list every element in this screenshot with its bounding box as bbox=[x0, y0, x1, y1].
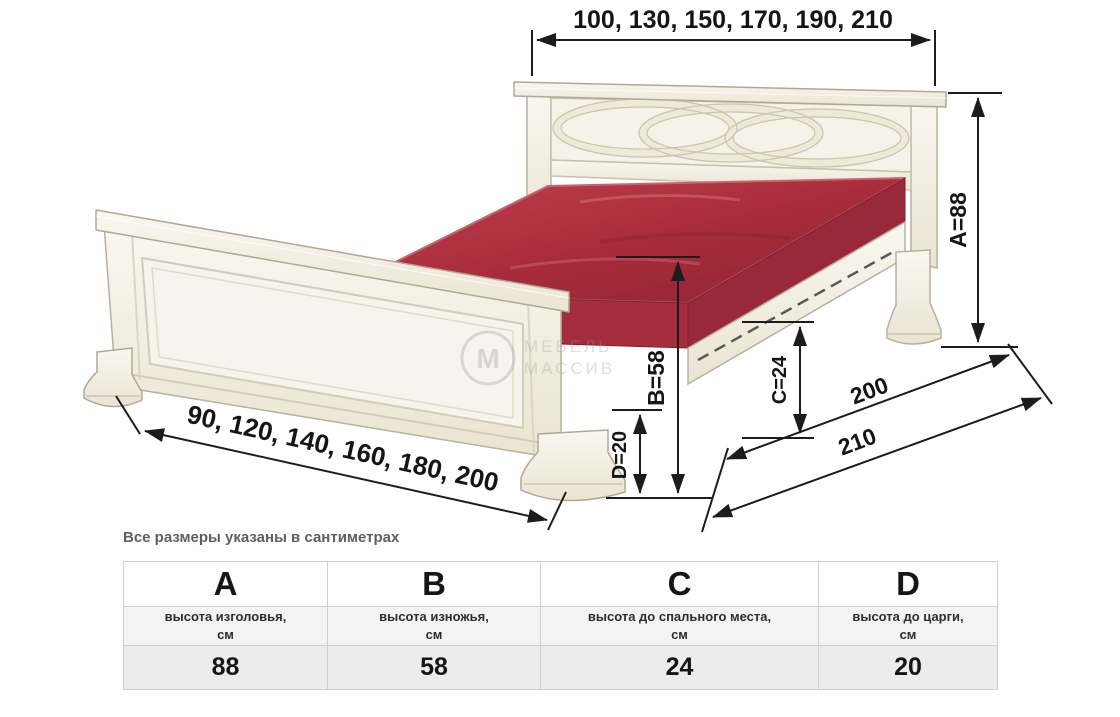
table-description-row: высота изголовья, см высота изножья, см … bbox=[123, 606, 998, 646]
table-letter-a: А bbox=[123, 561, 328, 607]
table-letter-c: С bbox=[540, 561, 819, 607]
table-letter-d: D bbox=[818, 561, 998, 607]
footboard-top-cap bbox=[95, 209, 570, 313]
table-desc-a-unit: см bbox=[217, 627, 234, 642]
headboard bbox=[513, 81, 947, 269]
headboard-top-cap bbox=[513, 81, 947, 108]
bed-diagram-area: М МЕБЕЛЬ МАССИВ bbox=[83, 6, 1053, 533]
table-desc-a: высота изголовья, см bbox=[123, 606, 328, 646]
table-desc-b-text: высота изножья, bbox=[379, 609, 489, 625]
label-length-total: 210 bbox=[835, 423, 880, 461]
dimension-length-diagonals bbox=[701, 343, 1053, 533]
table-desc-d-text: высота до царги, bbox=[852, 609, 964, 625]
front-left-leg bbox=[83, 347, 143, 408]
table-desc-d-unit: см bbox=[899, 627, 917, 642]
footboard-inner-panel bbox=[140, 256, 524, 430]
table-desc-a-text: высота изголовья, bbox=[164, 609, 287, 625]
rear-right-leg bbox=[886, 249, 942, 345]
watermark-initial: М bbox=[476, 343, 499, 374]
dimension-height-d bbox=[612, 409, 662, 494]
dimension-height-b bbox=[606, 256, 712, 499]
watermark-logo: М МЕБЕЛЬ МАССИВ bbox=[460, 330, 615, 386]
dimension-bottom-width bbox=[115, 395, 567, 531]
table-value-a: 88 bbox=[123, 645, 328, 690]
table-letter-row: А В С D bbox=[123, 561, 998, 607]
dimension-lines bbox=[115, 30, 1053, 533]
table-value-c: 24 bbox=[540, 645, 819, 690]
headboard-right-post bbox=[910, 93, 938, 269]
table-desc-c-text: высота до спального места, bbox=[587, 609, 772, 625]
label-height-c: С=24 bbox=[769, 355, 791, 404]
table-value-d: 20 bbox=[818, 645, 998, 690]
table-value-row: 88 58 24 20 bbox=[123, 645, 998, 690]
units-note: Все размеры указаны в сантиметрах bbox=[123, 529, 400, 546]
table-desc-d: высота до царги, см bbox=[818, 606, 998, 646]
dimension-top-width bbox=[531, 30, 936, 86]
watermark-line1: МЕБЕЛЬ bbox=[524, 337, 612, 356]
label-height-b: В=58 bbox=[643, 350, 669, 406]
label-height-a: А=88 bbox=[945, 192, 971, 248]
label-top-width: 100, 130, 150, 170, 190, 210 bbox=[573, 6, 893, 34]
watermark-circle bbox=[460, 330, 516, 386]
table-value-b: 58 bbox=[327, 645, 541, 690]
label-length-sleeping: 200 bbox=[847, 372, 892, 410]
headboard-guilloche-ornament bbox=[552, 98, 910, 168]
dimensions-table: А В С D высота изголовья, см высота изно… bbox=[123, 561, 998, 690]
table-desc-c-unit: см bbox=[671, 627, 688, 642]
table-desc-b: высота изножья, см bbox=[327, 606, 541, 646]
footboard bbox=[83, 209, 626, 502]
label-height-d: D=20 bbox=[609, 431, 631, 479]
table-letter-b: В bbox=[327, 561, 541, 607]
dimension-height-a bbox=[941, 92, 1018, 348]
table-desc-b-unit: см bbox=[425, 627, 443, 642]
table-desc-c: высота до спального места, см bbox=[540, 606, 819, 646]
side-rail bbox=[687, 220, 942, 386]
bed-diagram: М МЕБЕЛЬ МАССИВ bbox=[83, 6, 1053, 533]
watermark-line2: МАССИВ bbox=[524, 359, 615, 378]
